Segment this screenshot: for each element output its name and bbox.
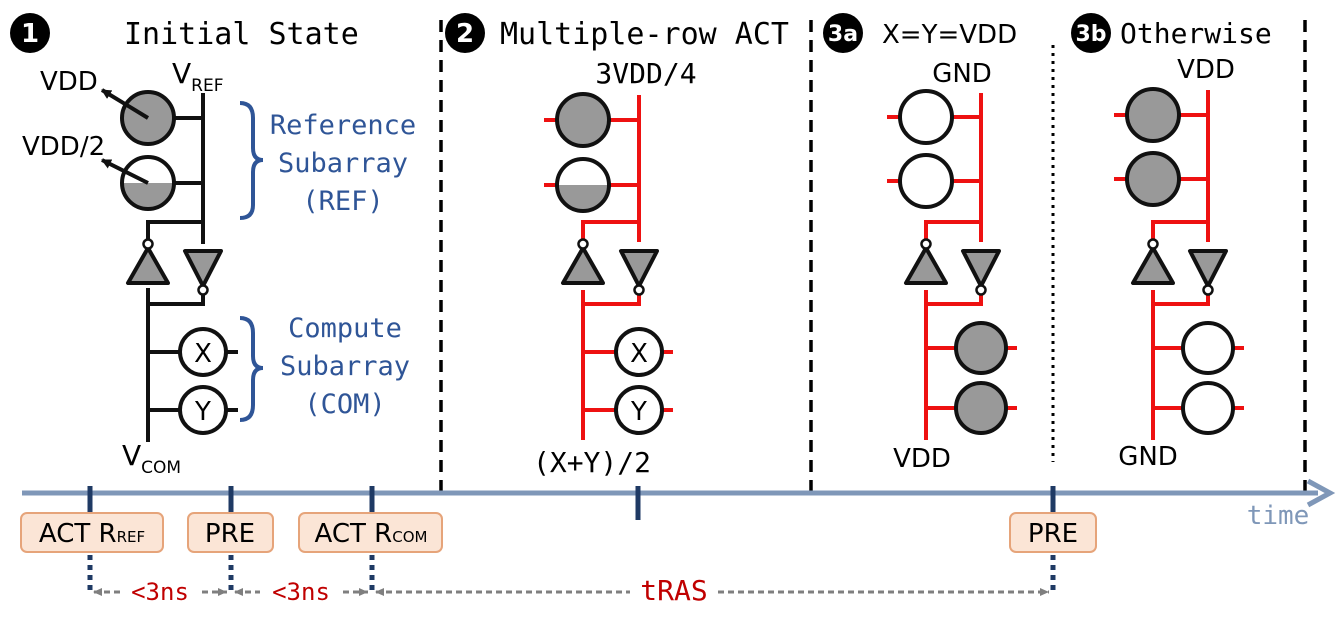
cell-y-2-label: Y — [630, 397, 647, 427]
com-brace-line-2: Subarray — [280, 351, 410, 382]
step-3a-bottom-voltage: VDD — [893, 444, 951, 474]
cmd-act-com: ACT RCOM — [298, 512, 443, 553]
sense-amp-1 — [126, 238, 223, 296]
time-axis-label: time — [1247, 501, 1310, 531]
s2-ref-cell-full — [555, 92, 611, 148]
svg-text:ACT RCOM: ACT RCOM — [315, 519, 428, 549]
step-3b-panel: 3b Otherwise VDD GND — [1071, 13, 1272, 472]
vcom-label: VCOM — [122, 439, 181, 478]
cell-x-1-label: X — [194, 339, 212, 369]
time-axis-arrow — [1306, 478, 1336, 508]
step-2-top-voltage: 3VDD/4 — [595, 57, 696, 90]
cell-x-2-label: X — [630, 339, 648, 369]
vdd-half-label: VDD/2 — [22, 132, 105, 162]
sense-amp-3b — [1131, 238, 1228, 296]
step-1-badge-number: 1 — [21, 19, 39, 49]
tick-marks — [87, 486, 1056, 520]
s3a-com-cell-y — [954, 381, 1008, 435]
step-3a-badge-number: 3a — [828, 22, 858, 47]
ref-brace-line-2: Subarray — [278, 148, 408, 179]
step-2-panel: 2 Multiple-row ACT 3VDD/4 — [445, 13, 789, 479]
s3b-ref-cell-1 — [1125, 87, 1181, 143]
step-3a-wires — [887, 93, 1017, 440]
step-3b-bottom-voltage: GND — [1118, 442, 1178, 472]
tick-dotted-lines — [87, 555, 1056, 592]
interval-1-label: <3ns — [131, 578, 189, 606]
step-2-badge — [445, 13, 485, 53]
cmd-act-ref: ACT RREF — [20, 512, 164, 553]
step-1-panel: 1 Initial State VREF VDD VDD/2 — [10, 13, 416, 478]
com-brace-line-3: (COM) — [304, 389, 385, 420]
s3b-ref-cell-2 — [1125, 151, 1181, 207]
s2-ref-cell-half — [555, 157, 611, 213]
svg-text:PRE: PRE — [1028, 519, 1078, 549]
step-3b-title: Otherwise — [1120, 17, 1272, 50]
ref-brace-line-1: Reference — [270, 110, 416, 141]
step-1-title: Initial State — [124, 17, 359, 52]
step-3b-top-voltage: VDD — [1177, 55, 1235, 85]
interval-2-label: <3ns — [272, 578, 330, 606]
com-brace-line-1: Compute — [288, 313, 402, 344]
ref-brace-line-3: (REF) — [302, 186, 383, 217]
svg-text:ACT RREF: ACT RREF — [39, 519, 145, 549]
vref-label: VREF — [172, 57, 224, 96]
step-2-bottom-voltage: (X+Y)/2 — [533, 446, 651, 479]
cell-x-1 — [178, 327, 228, 377]
cmd-pre-1: PRE — [187, 512, 274, 553]
step-3a-badge — [823, 13, 863, 53]
timeline: time ACT RREF PRE ACT RCOM — [20, 478, 1336, 607]
step-3b-badge-number: 3b — [1075, 22, 1106, 47]
step-3a-top-voltage: GND — [932, 59, 992, 89]
cell-y-1-label: Y — [194, 397, 211, 427]
s3a-com-cell-x — [954, 321, 1008, 375]
sense-amp-3a — [904, 238, 1001, 296]
step-2-wires — [544, 95, 673, 440]
sense-amp-2 — [561, 238, 659, 296]
cell-y-2 — [614, 385, 664, 435]
step-3b-badge — [1071, 13, 1111, 53]
ref-cell-half — [120, 155, 176, 211]
s3a-ref-cell-1 — [898, 89, 954, 145]
s3b-com-cell-y — [1181, 381, 1235, 435]
com-brace — [239, 316, 264, 422]
step-2-badge-number: 2 — [456, 19, 474, 49]
cmd-pre-2: PRE — [1009, 512, 1097, 553]
step-2-title: Multiple-row ACT — [500, 17, 789, 52]
step-3a-panel: 3a X=Y=VDD GND VDD — [823, 13, 1017, 474]
ref-cell-arrow-1 — [100, 88, 150, 120]
step-1-wires — [146, 93, 238, 442]
s3b-com-cell-x — [1181, 321, 1235, 375]
cell-y-1 — [178, 385, 228, 435]
ref-brace — [239, 101, 264, 220]
svg-text:PRE: PRE — [205, 519, 255, 549]
step-3a-title: X=Y=VDD — [882, 20, 1017, 50]
ref-cell-arrow-2 — [101, 158, 149, 185]
vdd-label: VDD — [40, 67, 98, 97]
step-1-badge — [10, 13, 50, 53]
cell-x-2 — [614, 327, 664, 377]
interval-tras-label: tRAS — [640, 574, 707, 607]
s3a-ref-cell-2 — [898, 153, 954, 209]
